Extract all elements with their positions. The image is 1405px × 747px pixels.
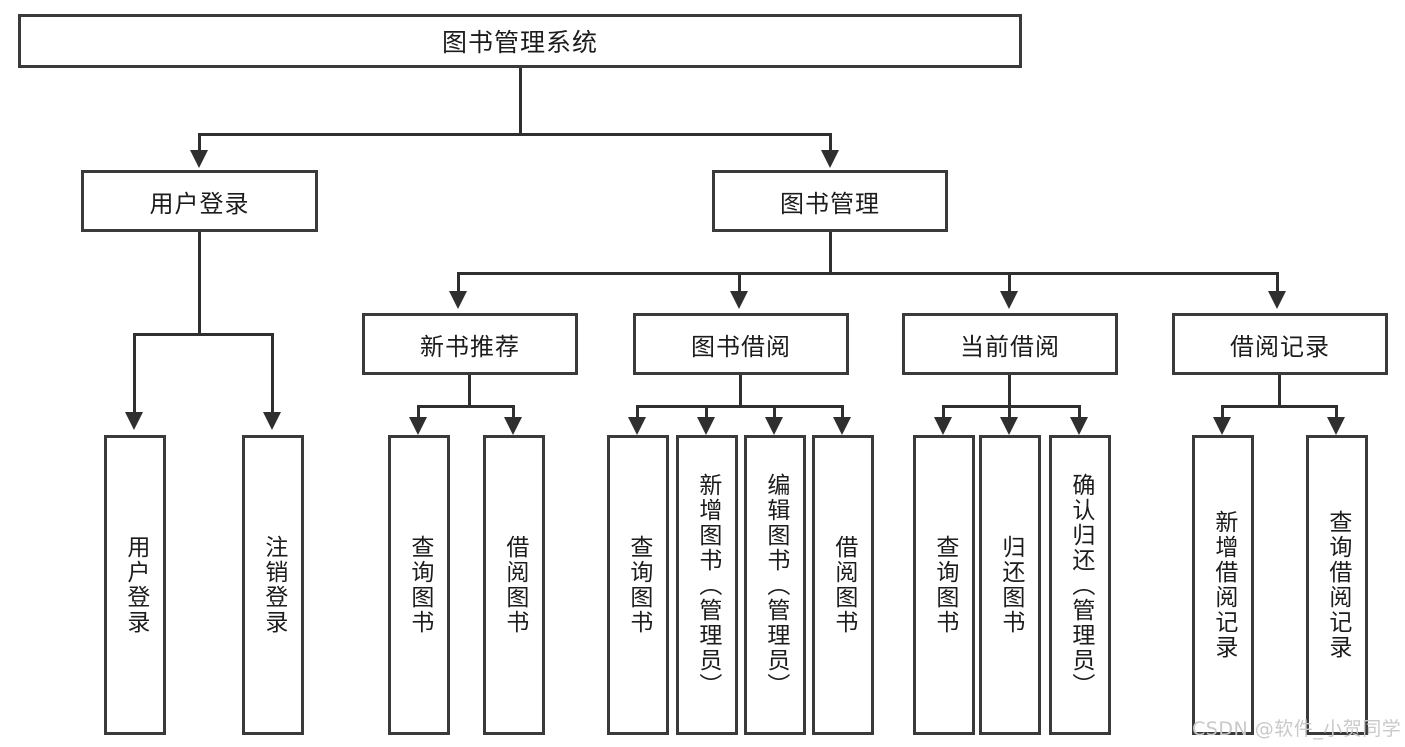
arrowhead-user-login (190, 150, 208, 168)
node-book-management[interactable]: 图书管理 (712, 170, 948, 232)
arrowhead-bb-4 (833, 417, 851, 435)
node-new-book-recommend[interactable]: 新书推荐 (362, 313, 578, 375)
arrowhead-borrow-record (1268, 291, 1286, 309)
leaf-bb-add-book[interactable]: 新增图书（管理员） (676, 435, 738, 735)
connector-drop-book-borrow (738, 272, 741, 294)
arrowhead-nbr-2 (504, 417, 522, 435)
connector-drop-user-login (198, 133, 201, 153)
connector-drop-cb-3 (1078, 405, 1081, 420)
leaf-cb-return-book[interactable]: 归还图书 (979, 435, 1041, 735)
arrowhead-leaf-user-login (125, 412, 143, 430)
leaf-logout[interactable]: 注销登录 (242, 435, 304, 735)
connector-root-bus (198, 133, 832, 136)
leaf-bb-query-book[interactable]: 查询图书 (607, 435, 669, 735)
arrowhead-bb-1 (628, 417, 646, 435)
connector-drop-bb-3 (773, 405, 776, 420)
connector-new-book-stem (468, 375, 471, 407)
leaf-bb-borrow-book[interactable]: 借阅图书 (812, 435, 874, 735)
csdn-watermark: CSDN @软件_小贺同学 (1192, 718, 1402, 740)
arrowhead-bb-2 (697, 417, 715, 435)
connector-drop-br-2 (1335, 405, 1338, 420)
leaf-cb-query-book[interactable]: 查询图书 (913, 435, 975, 735)
connector-drop-cb-2 (1008, 405, 1011, 420)
connector-book-manage-bus (457, 272, 1279, 275)
leaf-br-add-record[interactable]: 新增借阅记录 (1192, 435, 1254, 735)
connector-root-stem (519, 68, 522, 135)
connector-book-borrow-bus (636, 405, 844, 408)
arrowhead-cb-1 (934, 417, 952, 435)
connector-drop-borrow-record (1276, 272, 1279, 294)
arrowhead-new-book (449, 291, 467, 309)
connector-borrow-record-stem (1278, 375, 1281, 407)
leaf-nbr-query-book[interactable]: 查询图书 (388, 435, 450, 735)
connector-book-borrow-stem (739, 375, 742, 407)
node-root-system[interactable]: 图书管理系统 (18, 14, 1022, 68)
node-current-borrow[interactable]: 当前借阅 (902, 313, 1118, 375)
arrowhead-bb-3 (765, 417, 783, 435)
connector-drop-br-1 (1221, 405, 1224, 420)
leaf-br-query-record[interactable]: 查询借阅记录 (1306, 435, 1368, 735)
arrowhead-br-2 (1327, 417, 1345, 435)
connector-book-manage-stem (829, 232, 832, 274)
connector-user-login-stem (198, 232, 201, 335)
connector-drop-book-manage (829, 133, 832, 153)
connector-current-borrow-stem (1008, 375, 1011, 407)
connector-drop-current-borrow (1008, 272, 1011, 294)
connector-drop-bb-2 (705, 405, 708, 420)
connector-drop-nbr-1 (417, 405, 420, 420)
connector-current-borrow-bus (942, 405, 1081, 408)
arrowhead-book-manage (821, 150, 839, 168)
arrowhead-current-borrow (1000, 291, 1018, 309)
connector-new-book-bus (417, 405, 515, 408)
leaf-bb-edit-book[interactable]: 编辑图书（管理员） (744, 435, 806, 735)
connector-drop-new-book (457, 272, 460, 294)
leaf-cb-confirm-return[interactable]: 确认归还（管理员） (1049, 435, 1111, 735)
connector-drop-bb-4 (841, 405, 844, 420)
connector-drop-leaf-logout (271, 333, 274, 415)
arrowhead-cb-2 (1000, 417, 1018, 435)
arrowhead-cb-3 (1070, 417, 1088, 435)
connector-user-login-bus (133, 333, 274, 336)
node-user-login[interactable]: 用户登录 (81, 170, 318, 232)
leaf-user-login[interactable]: 用户登录 (104, 435, 166, 735)
connector-drop-cb-1 (942, 405, 945, 420)
arrowhead-nbr-1 (409, 417, 427, 435)
connector-drop-bb-1 (636, 405, 639, 420)
leaf-nbr-borrow-book[interactable]: 借阅图书 (483, 435, 545, 735)
arrowhead-leaf-logout (263, 412, 281, 430)
arrowhead-br-1 (1213, 417, 1231, 435)
arrowhead-book-borrow (730, 291, 748, 309)
connector-drop-nbr-2 (512, 405, 515, 420)
connector-drop-leaf-user-login (133, 333, 136, 415)
node-borrow-record[interactable]: 借阅记录 (1172, 313, 1388, 375)
node-book-borrow[interactable]: 图书借阅 (633, 313, 849, 375)
connector-borrow-record-bus (1221, 405, 1338, 408)
